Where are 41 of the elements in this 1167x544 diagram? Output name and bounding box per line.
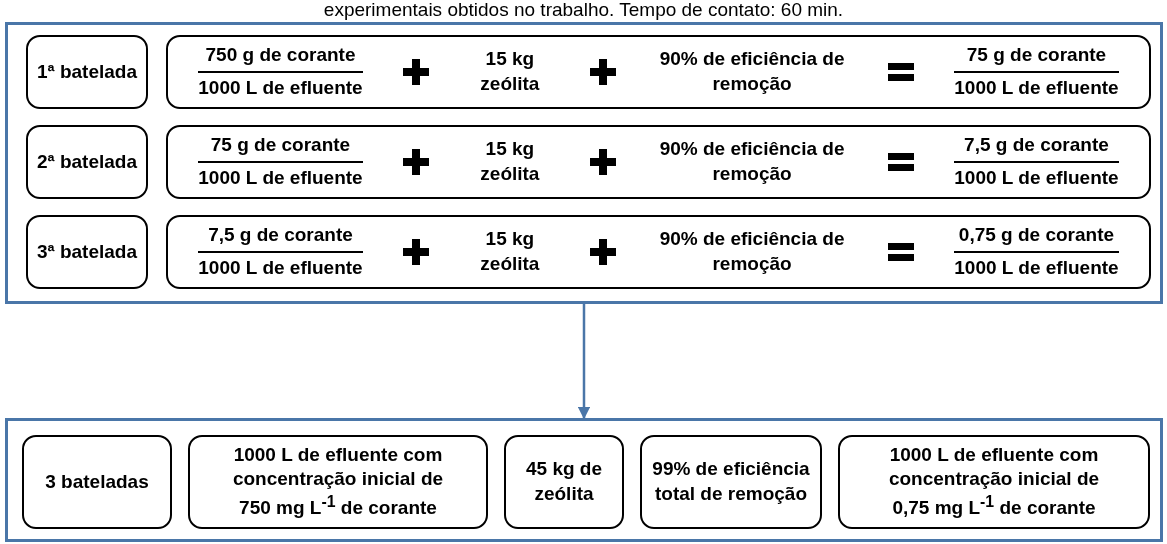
arrow [577, 304, 591, 420]
denominator-text: 1000 L de efluente [198, 76, 363, 101]
rounded-box [504, 435, 624, 529]
box-text: 99% de eficiência total de remoção [651, 457, 811, 506]
numerator-text: 750 g de corante [204, 43, 357, 68]
efficiency-text: 90% de eficiência de remoção [658, 47, 846, 96]
rounded-box [26, 35, 148, 109]
rounded-box [188, 435, 488, 529]
box-text: 1000 L de efluente com concentração inicial de 0,75 mg L$^{-1}$ de corante [887, 442, 1101, 521]
denominator-text: 1000 L de efluente [198, 166, 363, 191]
group-box [5, 22, 1163, 304]
box-text: 1000 L de efluente com concentração inicial de 750 mg L$^{-1}$ de corante [231, 442, 445, 521]
rounded-box [26, 215, 148, 289]
numerator-text: 75 g de corante [965, 43, 1108, 68]
group-box [5, 418, 1163, 542]
box-text: 1ª batelada [37, 59, 137, 84]
mass-text: 15 kg zeólita [479, 137, 541, 186]
numerator-text: 7,5 g de corante [963, 133, 1110, 158]
equation-box [166, 215, 1151, 289]
denominator-text: 1000 L de efluente [954, 256, 1119, 281]
numerator-text: 75 g de corante [209, 133, 352, 158]
numerator-text: 0,75 g de corante [957, 223, 1116, 248]
caption-text: experimentais obtidos no trabalho. Tempo de contato: 60 min. [322, 0, 845, 20]
box-text: 3 bateladas [45, 469, 149, 494]
equation-box [166, 35, 1151, 109]
equation-box [166, 125, 1151, 199]
mass-text: 15 kg zeólita [479, 47, 541, 96]
efficiency-text: 90% de eficiência de remoção [658, 137, 846, 186]
rounded-box [838, 435, 1150, 529]
rounded-box [26, 125, 148, 199]
numerator-text: 7,5 g de corante [207, 223, 354, 248]
box-text: 2ª batelada [37, 149, 137, 174]
rounded-box [22, 435, 172, 529]
denominator-text: 1000 L de efluente [954, 76, 1119, 101]
denominator-text: 1000 L de efluente [954, 166, 1119, 191]
box-text: 3ª batelada [37, 239, 137, 264]
box-text: 45 kg de zeólita [524, 457, 603, 506]
rounded-box [640, 435, 822, 529]
denominator-text: 1000 L de efluente [198, 256, 363, 281]
efficiency-text: 90% de eficiência de remoção [658, 227, 846, 276]
mass-text: 15 kg zeólita [479, 227, 541, 276]
